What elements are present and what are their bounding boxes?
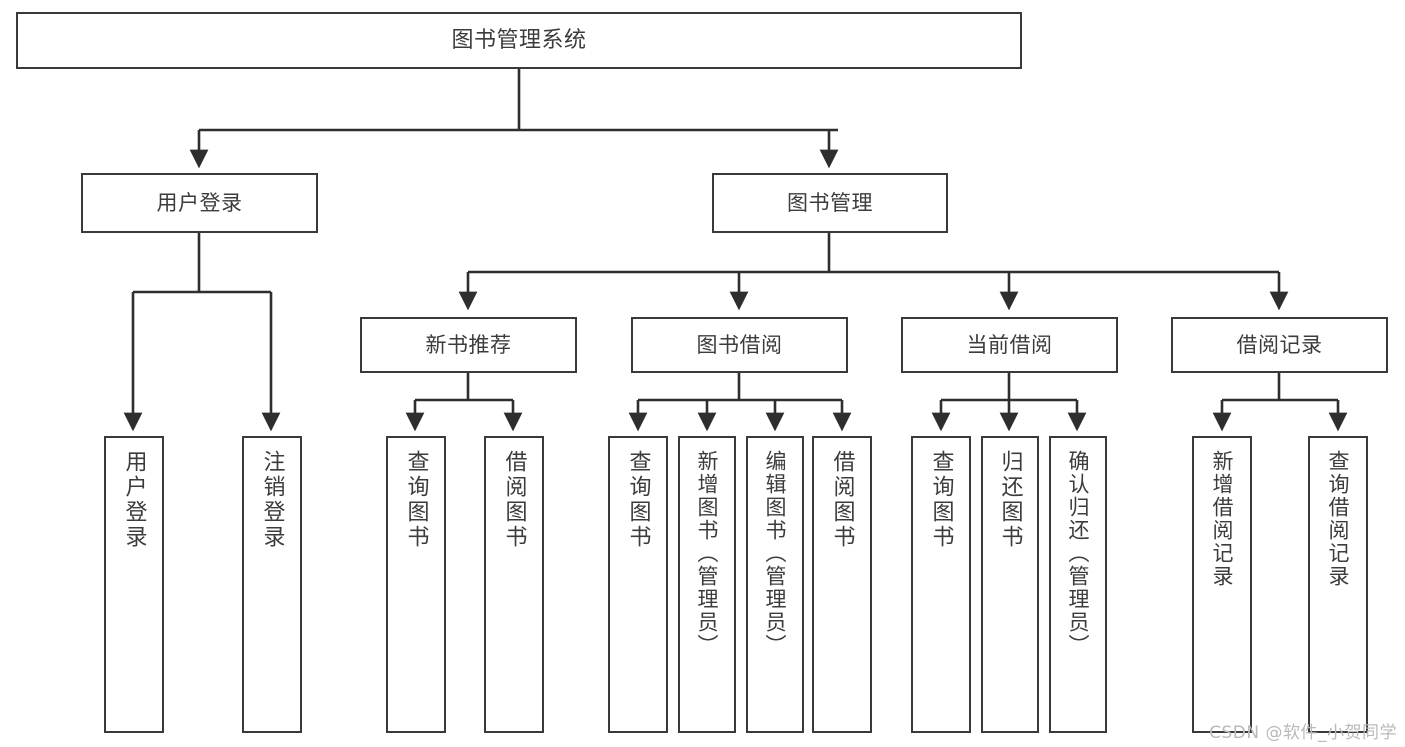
node-borrow-record[interactable]: 借阅记录 <box>1171 317 1388 373</box>
leaf-book-borrow-borrow-book[interactable]: 借阅图书 <box>812 436 872 733</box>
node-label: 图书借阅 <box>696 332 783 357</box>
node-label: 编辑图书（管理员） <box>763 450 788 657</box>
leaf-borrow-record-query-record[interactable]: 查询借阅记录 <box>1308 436 1368 733</box>
leaf-current-borrow-confirm-return-admin[interactable]: 确认归还（管理员） <box>1049 436 1107 733</box>
leaf-book-borrow-query-book[interactable]: 查询图书 <box>608 436 668 733</box>
node-new-book-recommend[interactable]: 新书推荐 <box>360 317 577 373</box>
node-label: 图书管理系统 <box>451 27 587 53</box>
node-label: 图书管理 <box>787 190 873 215</box>
leaf-book-borrow-add-book-admin[interactable]: 新增图书（管理员） <box>678 436 736 733</box>
node-label: 当前借阅 <box>966 332 1053 357</box>
watermark: CSDN @软件_小贺同学 <box>1209 723 1397 743</box>
node-root-book-management-system[interactable]: 图书管理系统 <box>16 12 1022 69</box>
node-label: 确认归还（管理员） <box>1066 450 1091 657</box>
leaf-current-borrow-query-book[interactable]: 查询图书 <box>911 436 971 733</box>
node-label: 用户登录 <box>121 450 147 550</box>
node-label: 查询图书 <box>403 450 429 550</box>
node-label: 新增借阅记录 <box>1210 450 1235 588</box>
leaf-user-login-logout[interactable]: 注销登录 <box>242 436 302 733</box>
leaf-book-borrow-edit-book-admin[interactable]: 编辑图书（管理员） <box>746 436 804 733</box>
node-label: 注销登录 <box>259 450 285 550</box>
node-label: 归还图书 <box>997 450 1023 550</box>
node-book-borrow[interactable]: 图书借阅 <box>631 317 848 373</box>
leaf-user-login-login[interactable]: 用户登录 <box>104 436 164 733</box>
node-label: 查询图书 <box>625 450 651 550</box>
leaf-current-borrow-return-book[interactable]: 归还图书 <box>981 436 1039 733</box>
leaf-new-book-borrow-book[interactable]: 借阅图书 <box>484 436 544 733</box>
node-book-management[interactable]: 图书管理 <box>712 173 948 233</box>
leaf-new-book-query-book[interactable]: 查询图书 <box>386 436 446 733</box>
node-label: 查询借阅记录 <box>1326 450 1351 588</box>
node-label: 查询图书 <box>928 450 954 550</box>
node-user-login[interactable]: 用户登录 <box>81 173 318 233</box>
node-label: 借阅图书 <box>829 450 855 550</box>
node-label: 新增图书（管理员） <box>695 450 720 657</box>
node-label: 借阅记录 <box>1236 332 1323 357</box>
node-label: 新书推荐 <box>425 332 512 357</box>
leaf-borrow-record-add-record[interactable]: 新增借阅记录 <box>1192 436 1252 733</box>
node-current-borrow[interactable]: 当前借阅 <box>901 317 1118 373</box>
node-label: 借阅图书 <box>501 450 527 550</box>
node-label: 用户登录 <box>156 190 243 215</box>
